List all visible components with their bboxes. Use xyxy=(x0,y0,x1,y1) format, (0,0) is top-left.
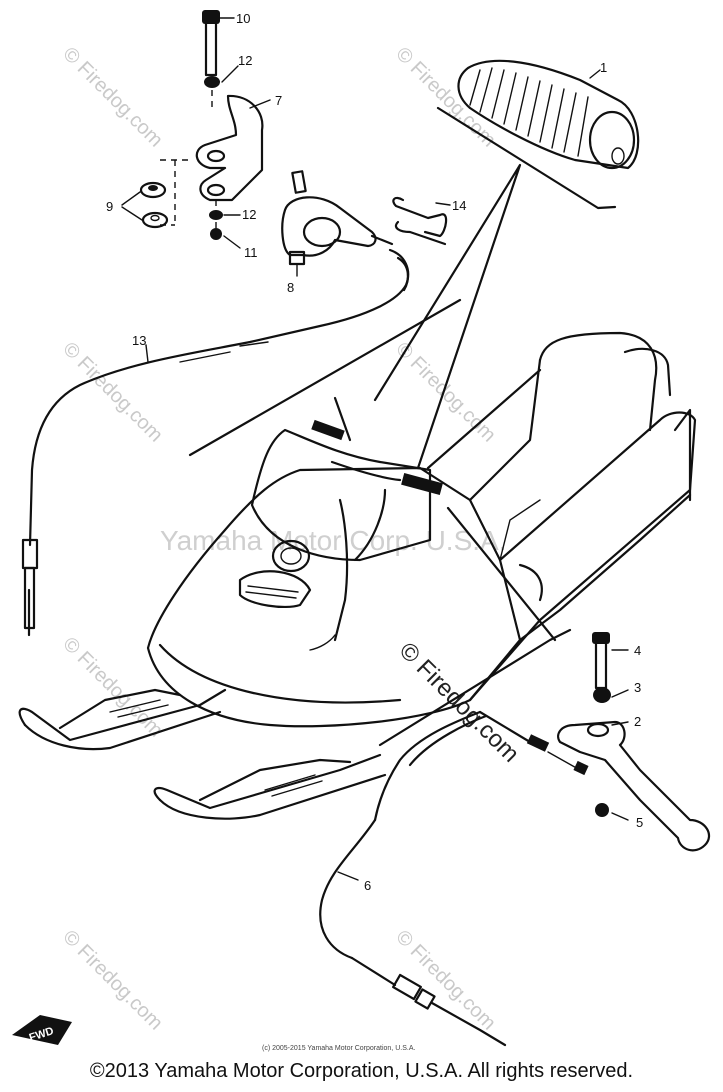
watermark-grid: © Firedog.com © Firedog.com © Firedog.co… xyxy=(58,43,524,1035)
small-copyright: (c) 2005-2015 Yamaha Motor Corporation, … xyxy=(262,1045,415,1052)
skis xyxy=(18,688,387,820)
brake-lever-assembly xyxy=(557,632,711,852)
callout-9: 9 xyxy=(106,199,113,214)
callout-7: 7 xyxy=(275,93,282,108)
grip-part-1 xyxy=(436,59,640,210)
center-watermark: Yamaha Motor Corp. U.S.A. xyxy=(160,525,507,556)
callout-13: 13 xyxy=(132,333,146,348)
watermark-text: © Firedog.com xyxy=(58,633,167,742)
throttle-housing-part-8 xyxy=(281,170,394,266)
leader-lines xyxy=(188,163,572,747)
mount-bracket-assembly xyxy=(139,10,264,240)
callout-2: 2 xyxy=(634,714,641,729)
watermark-text: © Firedog.com xyxy=(391,338,500,447)
watermark-text: © Firedog.com xyxy=(58,338,167,447)
callout-12a: 12 xyxy=(238,53,252,68)
watermark-text: © Firedog.com xyxy=(58,43,167,152)
callout-4: 4 xyxy=(634,643,641,658)
fwd-badge: FWD xyxy=(12,1015,72,1045)
callout-8: 8 xyxy=(287,280,294,295)
brake-cable-part-6 xyxy=(319,710,589,1047)
callouts: 1 2 3 4 5 6 7 8 9 10 11 12 12 13 14 xyxy=(106,11,643,893)
callout-5: 5 xyxy=(636,815,643,830)
callout-3: 3 xyxy=(634,680,641,695)
throttle-cable-part-13 xyxy=(21,248,410,637)
callout-14: 14 xyxy=(452,198,466,213)
snowmobile-body xyxy=(146,331,697,728)
callout-12b: 12 xyxy=(242,207,256,222)
spring-clip-part-14 xyxy=(392,196,448,246)
footer-copyright: ©2013 Yamaha Motor Corporation, U.S.A. A… xyxy=(89,1060,634,1082)
callout-10: 10 xyxy=(236,11,250,26)
callout-6: 6 xyxy=(364,878,371,893)
callout-1: 1 xyxy=(600,60,607,75)
callout-11: 11 xyxy=(244,245,258,260)
watermark-text: © Firedog.com xyxy=(58,926,167,1035)
